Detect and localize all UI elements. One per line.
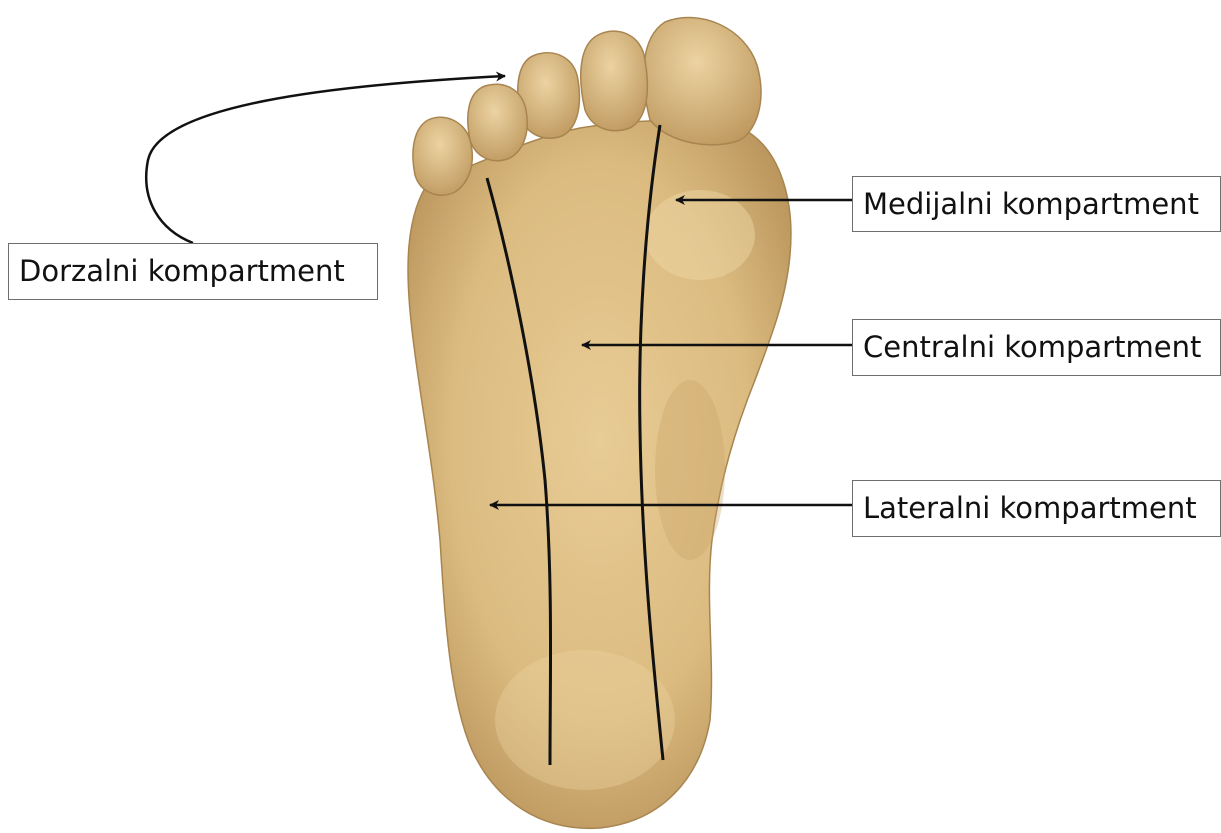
label-centralni-text: Centralni kompartment (863, 333, 1201, 362)
fourth-toe (468, 84, 527, 160)
label-medijalni: Medijalni kompartment (852, 176, 1221, 232)
little-toe (413, 117, 472, 195)
arch-shadow (655, 380, 725, 560)
label-medijalni-text: Medijalni kompartment (863, 190, 1199, 219)
foot-sole (408, 121, 791, 829)
second-toe (581, 31, 648, 131)
label-dorzalni-text: Dorzalni kompartment (19, 257, 345, 286)
label-dorzalni: Dorzalni kompartment (8, 243, 378, 300)
ball-highlight (645, 190, 755, 280)
label-lateralni: Lateralni kompartment (852, 480, 1221, 537)
label-lateralni-text: Lateralni kompartment (863, 494, 1197, 523)
label-centralni: Centralni kompartment (852, 319, 1221, 376)
heel-highlight (495, 650, 675, 790)
